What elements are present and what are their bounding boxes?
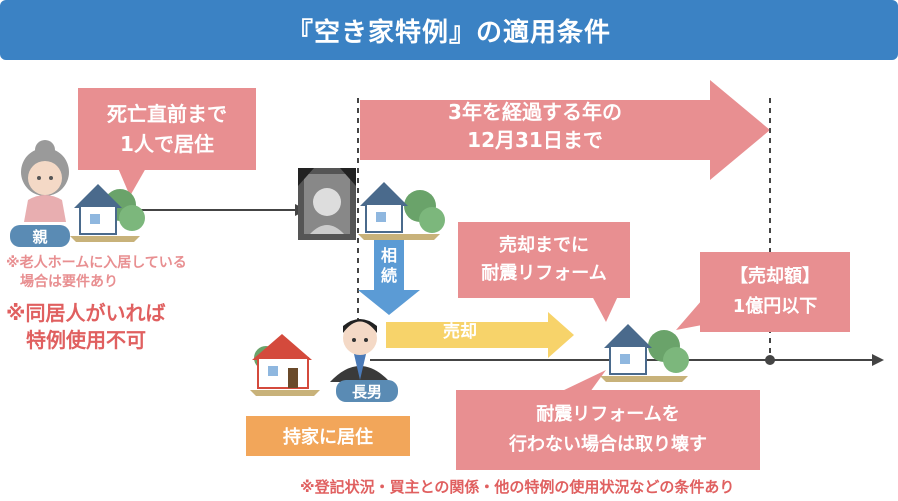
inherited-house-icon: [358, 182, 445, 240]
demolish-line2: 行わない場合は取り壊す: [509, 434, 707, 455]
sale-amount-line1: 【売却額】: [730, 266, 820, 287]
timeline-end-dot: [765, 355, 775, 365]
period-text: 3年を経過する年の 12月31日まで: [360, 90, 710, 162]
sale-amount-line2: 1億円以下: [732, 296, 818, 317]
memorial-portrait-icon: [298, 168, 356, 240]
parent-house-icon: [70, 184, 145, 242]
nursing-home-note-line1: ※老人ホームに入居している: [6, 255, 187, 271]
cohabitant-warning-line1: ※同居人がいれば: [6, 301, 166, 325]
inherit-arrow: [358, 240, 420, 315]
inherit-label: 相続: [380, 246, 397, 285]
cohabitant-warning: ※同居人がいれば 特例使用不可: [6, 300, 165, 354]
cohabitant-warning-line2: 特例使用不可: [26, 328, 146, 352]
period-line1: 3年を経過する年の: [448, 100, 622, 124]
sale-arrow: [386, 312, 574, 358]
reform-bubble-line1: 売却までに: [499, 235, 589, 256]
sale-amount-bubble: 【売却額】 1億円以下: [700, 252, 850, 332]
son-label: 長男: [336, 380, 398, 402]
parent-label: 親: [10, 225, 70, 247]
son-residence-box: 持家に居住: [246, 416, 410, 456]
grandmother-icon: [21, 140, 69, 222]
page-title: 『空き家特例』の適用条件: [0, 0, 898, 60]
son-icon: [330, 319, 390, 382]
demolish-bubble: 耐震リフォームを 行わない場合は取り壊す: [456, 390, 760, 470]
period-arrow: [360, 80, 770, 180]
parent-bubble-line2: 1人で居住: [120, 132, 214, 156]
son-timeline-arrowhead: [872, 354, 884, 366]
footer-note: ※登記状況・買主との関係・他の特例の使用状況などの条件あり: [300, 478, 735, 496]
reform-bubble: 売却までに 耐震リフォーム: [458, 222, 630, 298]
sold-house-icon: [600, 324, 689, 382]
period-line2: 12月31日まで: [467, 128, 603, 152]
parent-residence-bubble: 死亡直前まで 1人で居住: [78, 88, 256, 170]
parent-bubble-line1: 死亡直前まで: [107, 102, 227, 126]
parent-bubble-bg: [78, 88, 256, 170]
sale-label: 売却: [443, 322, 477, 342]
demolish-line1: 耐震リフォームを: [536, 404, 680, 425]
reform-bubble-line2: 耐震リフォーム: [481, 263, 607, 284]
nursing-home-note-line2: 場合は要件あり: [20, 274, 118, 290]
nursing-home-note: ※老人ホームに入居している 場合は要件あり: [6, 254, 187, 292]
son-house-icon: [250, 334, 320, 396]
